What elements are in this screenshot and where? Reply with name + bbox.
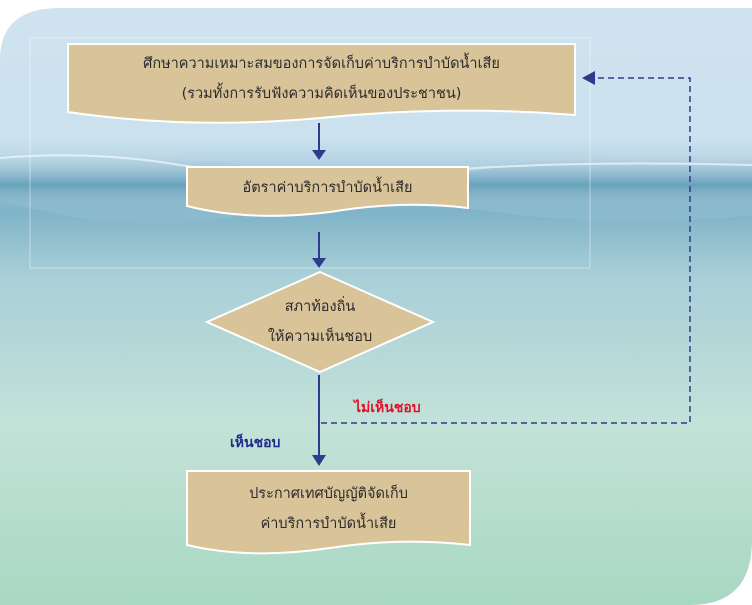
announce-box-text: ประกาศเทศบัญญัติจัดเก็บ ค่าบริการบำบัดน้… — [187, 476, 470, 542]
council-decision-diamond — [204, 270, 436, 374]
study-line-2: (รวมทั้งการรับฟังความคิดเห็นของประชาชน) — [181, 86, 462, 102]
announce-line-1: ประกาศเทศบัญญัติจัดเก็บ — [249, 486, 408, 502]
rate-box — [186, 166, 469, 217]
feedback-arrow-head — [582, 71, 595, 85]
arrow-head — [312, 258, 326, 268]
council-line-1: สภาท้องถิ่น — [284, 299, 356, 315]
announce-box — [186, 470, 471, 555]
study-line-1: ศึกษาความเหมาะสมของการจัดเก็บค่าบริการบำ… — [143, 56, 500, 72]
feedback-dashed-line — [321, 77, 691, 424]
frame-line — [29, 37, 591, 269]
council-line-2: ให้ความเห็นชอบ — [267, 329, 373, 345]
not-approved-label: ไม่เห็นชอบ — [354, 400, 421, 416]
corner-curve — [690, 540, 752, 605]
council-diamond-text: สภาท้องถิ่น ให้ความเห็นชอบ — [232, 285, 408, 359]
arrow-head — [312, 455, 326, 466]
arrow-head — [312, 150, 326, 160]
approved-label: เห็นชอบ — [230, 435, 281, 451]
rate-box-text: อัตราค่าบริการบำบัดน้ำเสีย — [242, 180, 413, 196]
announce-line-2: ค่าบริการบำบัดน้ำเสีย — [260, 516, 397, 532]
study-box-text: ศึกษาความเหมาะสมของการจัดเก็บค่าบริการบำ… — [68, 44, 575, 114]
study-box — [67, 43, 576, 124]
